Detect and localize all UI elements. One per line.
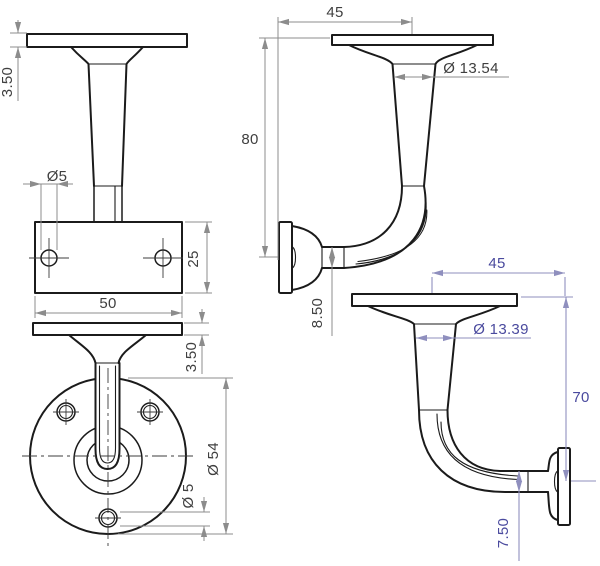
dim-plate-thickness: 3.50 [0,20,27,101]
arm-fillet-line [440,421,519,477]
dim-label: 45 [488,255,505,272]
hole-crosshair [137,399,163,425]
arm-fillet-line [357,209,428,263]
arm-inner-curve [321,185,427,269]
dim-label: 70 [572,389,589,406]
arm-outer-curve [321,185,403,248]
trumpet-bottom-curve [291,267,323,291]
trumpet-bottom-curve [547,491,559,521]
dim-plate-width: 50 [34,295,183,318]
hole-crosshair [53,399,79,425]
neck-cylinder-lines [527,470,549,493]
dim-label: 3.50 [183,342,200,372]
stem-silhouette-lines [98,365,117,464]
wall-plate [557,447,571,526]
stem-left-edge [367,305,420,411]
trumpet-top-curve [291,225,323,248]
dim-label: 3.50 [0,67,16,97]
front-view-wall-plate-bracket: 3.50 Ø5 25 50 [0,20,212,318]
wall-plate [34,221,183,294]
dim-plate-thickness: 3.50 [183,309,209,374]
dim-stem-diameter: Ø 13.39 [416,321,531,342]
tenon-edges [93,185,123,223]
dim-label: 45 [326,4,343,21]
arm-fillet-line [436,413,519,481]
saddle-plate [32,322,183,336]
dim-label: 50 [99,295,116,312]
screw-hole-right-crosshair [143,238,183,278]
screw-hole-left-crosshair [29,238,69,278]
dim-label: Ø 13.54 [443,60,498,77]
dim-rose-diameter: Ø 54 [118,377,233,535]
arm-outer-curve [418,409,529,493]
dim-label: 80 [241,131,258,148]
stem-left-flare [68,334,97,364]
dim-label: 25 [185,250,202,267]
wall-plate [278,221,293,294]
arm-inner-curve [446,409,529,472]
neck-face-ellipse [553,470,559,493]
dim-hole-diameter: Ø 5 [120,483,210,541]
stem-left-edge [348,44,403,187]
dim-projection-width: 45 [277,4,413,260]
dim-label: Ø5 [47,168,68,185]
dim-neck-diameter: 8.50 [309,247,336,336]
stem-outline [94,362,121,470]
dim-plate-height: 25 [185,221,212,294]
saddle-plate [331,34,494,46]
dim-label: Ø 13.39 [473,321,528,338]
saddle-plate [351,293,518,307]
neck-face-ellipse [291,246,297,269]
arm-fillet-line [355,199,427,265]
dim-label: Ø 54 [205,442,222,476]
stem-mask [95,363,120,469]
dim-stem-diameter: Ø 13.54 [394,60,509,81]
saddle-plate [26,33,188,48]
trumpet-top-curve [547,451,559,472]
stem-right-flare [117,334,147,364]
side-view-wall-plate-bracket: 45 80 Ø 13.54 8.50 [241,4,509,336]
dim-label: 8.50 [309,298,326,328]
stem-right-edge [121,46,144,187]
front-view-round-rose-bracket: 3.50 Ø 54 Ø 5 [22,309,233,550]
stem-left-edge [70,46,95,187]
side-view-round-rose-bracket: 45 70 Ø 13.39 7.50 [351,255,596,561]
dim-overall-height: 80 [241,37,330,258]
dim-label: Ø 5 [180,483,197,508]
dim-neck-diameter: 7.50 [495,471,523,561]
dim-projection-width: 45 [431,255,566,296]
dim-overall-height: 70 [521,296,596,482]
dim-hole-diameter: Ø5 [23,168,73,250]
dim-label: 7.50 [495,518,512,548]
